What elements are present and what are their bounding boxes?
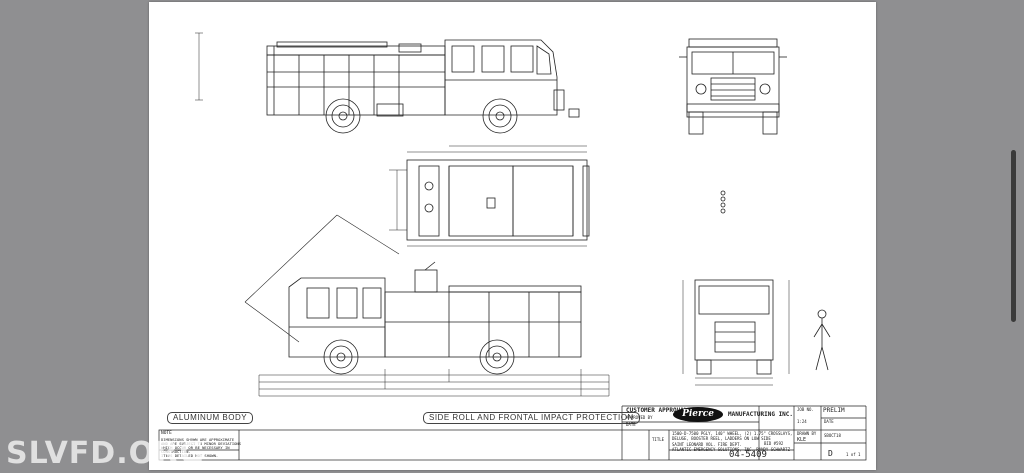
side-view-bottom [244, 214, 610, 397]
note-line-1: DIMENSIONS SHOWN ARE APPROXIMATE [161, 437, 235, 442]
apparatus-drawing [158, 32, 867, 461]
drawing-scale: 1:24 [797, 419, 807, 424]
description-line-3: SAINT LEONARD VOL. FIRE DEPT. [672, 442, 742, 447]
drawing-sheet: ALUMINUM BODY SIDE ROLL AND FRONTAL IMPA… [149, 2, 876, 470]
date-value: SBOCT18 [824, 433, 841, 438]
approval-date-label: DATE [626, 422, 636, 427]
revision: D [828, 449, 833, 458]
impact-protection-label: SIDE ROLL AND FRONTAL IMPACT PROTECTION [423, 412, 640, 424]
title-label: TITLE [652, 437, 665, 442]
sheet-number: 1 of 1 [846, 452, 861, 457]
bid-number: BID #592 [764, 441, 784, 446]
job-no-label: JOB NO. [797, 407, 814, 412]
note-title: NOTE [161, 431, 172, 436]
drawn-by-label: DRAWN BY [797, 431, 817, 436]
title-block [158, 405, 867, 461]
description-line-2: DELUGE, BOOSTER REEL, LADDERS ON LOW SID… [672, 436, 771, 441]
side-view-top [195, 32, 580, 134]
description-line-4: ATLANTIC EMERGENCY SOLUTIONS, INC. RANDY… [672, 447, 791, 452]
description-line-1: 1500-D-7500 PGLY, 140" WHEEL, (2) 1.75" … [672, 431, 793, 436]
human-figure [813, 309, 831, 371]
note-line-3: WHICH OCCUR OR BE NECESSARY IN [161, 445, 230, 450]
plan-view [389, 145, 590, 247]
note-line-4: CONSTRUCTION. [161, 449, 191, 454]
manufacturer-name: MANUFACTURING INC. [728, 411, 794, 418]
drawing-status: PRELIM [823, 407, 845, 414]
drawn-by-value: KLE [797, 437, 807, 443]
note-line-5: ITEMS DETAILED NOT SHOWN. [161, 453, 219, 458]
drawing-number: 04-5409 [729, 450, 767, 460]
customer-approval-label: CUSTOMER APPROVAL [626, 407, 688, 414]
note-line-2: AND ARE SUBJECT TO MINOR DEVIATIONS [161, 441, 242, 446]
vertical-scrollbar[interactable] [1011, 150, 1016, 322]
approved-by-label: APPROVED BY [626, 415, 653, 420]
pierce-logo: Pierce [673, 407, 723, 422]
date-header: DATE [824, 419, 834, 424]
site-watermark: SLVFD.ORG [6, 436, 205, 471]
discharge-legend [720, 190, 726, 214]
rear-view [682, 279, 790, 386]
front-view [679, 38, 787, 135]
aluminum-body-label: ALUMINUM BODY [167, 412, 254, 424]
